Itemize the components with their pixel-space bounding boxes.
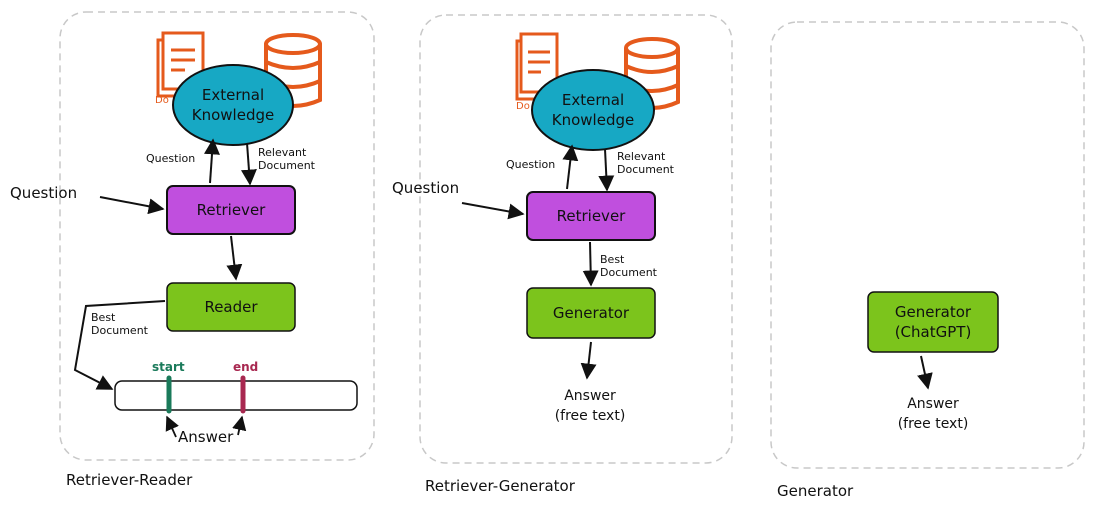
edge-question-to-kb bbox=[204, 138, 220, 184]
relevant-line-2: Document bbox=[617, 163, 674, 176]
document-icon-label: Do bbox=[155, 95, 169, 106]
edge-generator-to-answer bbox=[580, 341, 597, 380]
best-line-2: Document bbox=[600, 266, 657, 279]
panel-border bbox=[59, 11, 375, 461]
panel-retriever-generator bbox=[419, 14, 733, 464]
edge-generator-to-answer bbox=[917, 355, 933, 390]
retriever-label: Retriever bbox=[196, 201, 266, 219]
answer-line-2: (free text) bbox=[554, 408, 626, 424]
document-icon bbox=[156, 31, 205, 98]
caption-retriever-generator: Retriever-Generator bbox=[425, 477, 575, 495]
relevant-line-1: Relevant bbox=[617, 150, 666, 163]
edge-question-to-kb bbox=[562, 144, 579, 190]
passage-bar bbox=[114, 380, 358, 411]
answer-line-1: Answer bbox=[907, 396, 959, 412]
edge-answer-to-start bbox=[165, 415, 179, 438]
best-line-1: Best bbox=[600, 253, 625, 266]
external-knowledge-node bbox=[172, 64, 294, 146]
kb-line-1: External bbox=[561, 91, 625, 109]
answer-free-text-label: Answer (free text) bbox=[530, 384, 650, 428]
kb-line-1: External bbox=[201, 86, 265, 104]
end-label: end bbox=[233, 360, 259, 374]
external-knowledge-node bbox=[531, 69, 655, 151]
kb-line-2: Knowledge bbox=[191, 106, 275, 124]
best-line-2: Document bbox=[91, 324, 148, 337]
edge-retriever-to-reader bbox=[226, 235, 243, 281]
relevant-line-1: Relevant bbox=[258, 146, 307, 159]
retriever-node bbox=[166, 185, 296, 235]
answer-label: Answer bbox=[178, 428, 234, 446]
retriever-label: Retriever bbox=[556, 207, 626, 225]
gen-line-2: (ChatGPT) bbox=[894, 323, 972, 341]
panel-generator bbox=[770, 21, 1085, 469]
best-line-1: Best bbox=[91, 311, 116, 324]
edge-best-document bbox=[73, 300, 166, 390]
generator-chatgpt-node bbox=[867, 291, 999, 353]
answer-line-2: (free text) bbox=[897, 416, 969, 432]
answer-free-text-label: Answer (free text) bbox=[873, 392, 993, 436]
retriever-node bbox=[526, 191, 656, 241]
gen-line-1: Generator bbox=[894, 303, 972, 321]
question-input-label: Question bbox=[392, 179, 460, 197]
reader-node bbox=[166, 282, 296, 332]
question-edge-label: Question bbox=[146, 152, 196, 165]
kb-line-2: Knowledge bbox=[551, 111, 635, 129]
edge-kb-to-retriever bbox=[240, 142, 257, 186]
edge-answer-to-end bbox=[232, 415, 247, 436]
edge-retriever-to-generator bbox=[582, 241, 599, 287]
reader-label: Reader bbox=[204, 298, 258, 316]
panel-retriever-reader bbox=[59, 11, 375, 461]
panel-border bbox=[770, 21, 1085, 469]
edge-kb-to-retriever bbox=[598, 148, 615, 192]
start-label: start bbox=[152, 360, 185, 374]
question-input-label: Question bbox=[10, 184, 78, 202]
generator-label: Generator bbox=[552, 304, 630, 322]
generator-chatgpt-label: Generator (ChatGPT) bbox=[868, 292, 998, 352]
caption-generator: Generator bbox=[777, 482, 854, 500]
edge-input-question bbox=[99, 196, 165, 215]
panel-border bbox=[419, 14, 733, 464]
answer-line-1: Answer bbox=[564, 388, 616, 404]
relevant-line-2: Document bbox=[258, 159, 315, 172]
question-edge-label: Question bbox=[506, 158, 556, 171]
document-icon-label: Do bbox=[516, 101, 530, 112]
edge-input-question bbox=[461, 202, 525, 220]
generator-node bbox=[526, 287, 656, 339]
caption-retriever-reader: Retriever-Reader bbox=[66, 471, 193, 489]
